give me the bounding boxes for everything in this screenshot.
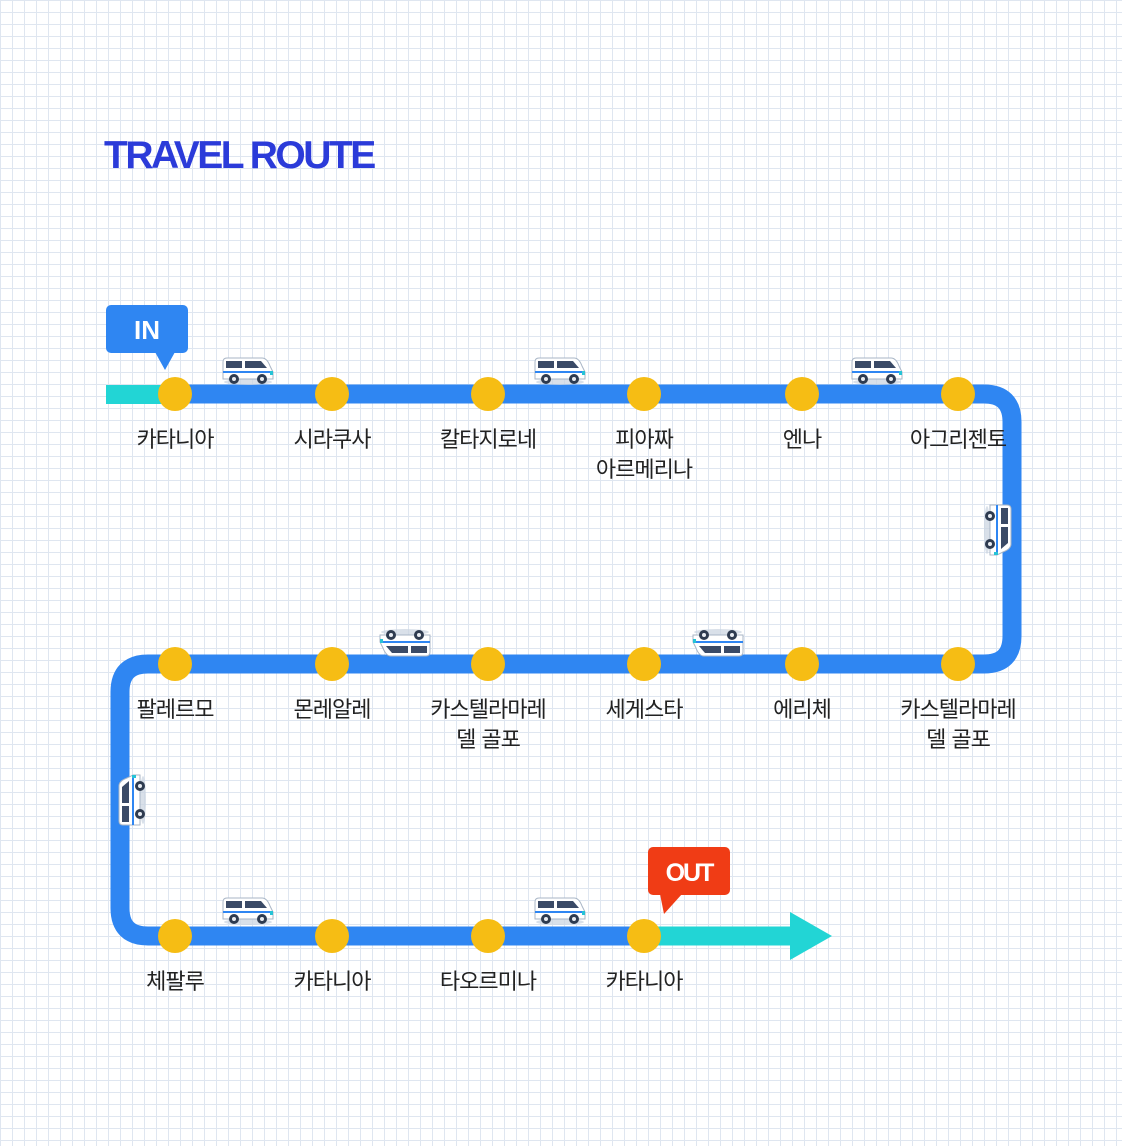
route-stop-name: 엔나 xyxy=(782,428,822,453)
route-stop-dot xyxy=(785,377,819,411)
route-stop-name: 체팔루 xyxy=(146,970,205,995)
route-stop-label: 몬레알레 xyxy=(247,696,417,726)
out-badge-label: OUT xyxy=(666,859,715,887)
route-stop-dot xyxy=(315,919,349,953)
route-stop-name: 아르메리나 xyxy=(595,458,693,483)
route-stop-name: 시라쿠사 xyxy=(293,428,372,453)
route-stop-name: 아그리젠토 xyxy=(909,428,1007,453)
route-stop-dot xyxy=(158,377,192,411)
route-stop-label: 카타니아 xyxy=(90,426,260,456)
route-stop-dot xyxy=(627,919,661,953)
route-stop-dot xyxy=(471,647,505,681)
route-stop-label: 칼타지로네 xyxy=(403,426,573,456)
route-stop-dot xyxy=(315,647,349,681)
van-icon xyxy=(851,357,903,386)
route-stop-label: 엔나 xyxy=(717,426,887,456)
van-icon xyxy=(534,357,586,386)
route-end-segment xyxy=(644,926,794,946)
out-badge: OUT xyxy=(648,847,730,914)
route-line xyxy=(110,384,1022,946)
van-icon xyxy=(534,897,586,926)
route-stop-name: 카스텔라마레 xyxy=(900,698,1016,723)
route-stop-label: 세게스타 xyxy=(559,696,729,726)
route-stop-dot xyxy=(158,647,192,681)
route-stop-label: 아그리젠토 xyxy=(873,426,1043,456)
route-stop-dot xyxy=(471,377,505,411)
route-stop-name: 카타니아 xyxy=(293,970,372,995)
route-start-segment xyxy=(106,385,176,404)
in-badge-label: IN xyxy=(134,315,160,345)
route-stop-dot xyxy=(471,919,505,953)
route-stop-label: 카타니아 xyxy=(247,968,417,998)
van-icon xyxy=(379,628,431,657)
route-stop-dot xyxy=(315,377,349,411)
route-stop-dot xyxy=(627,377,661,411)
route-stop-label: 팔레르모 xyxy=(90,696,260,726)
van-icon xyxy=(692,628,744,657)
route-stop-name: 카타니아 xyxy=(136,428,215,453)
route-stop-name: 에리체 xyxy=(773,698,832,723)
van-icon xyxy=(222,357,274,386)
page-title: TRAVEL ROUTE xyxy=(104,134,376,177)
route-stop-dot xyxy=(627,647,661,681)
van-icon xyxy=(118,774,147,826)
in-badge: IN xyxy=(106,305,188,370)
route-stop-name: 카타니아 xyxy=(605,970,684,995)
route-stop-name: 세게스타 xyxy=(605,698,684,723)
route-stop-dot xyxy=(158,919,192,953)
route-stop-name: 델 골포 xyxy=(926,728,991,753)
route-end-arrow xyxy=(790,912,832,960)
route-stop-label: 체팔루 xyxy=(90,968,260,998)
route-stop-name: 델 골포 xyxy=(456,728,521,753)
route-stop-name: 칼타지로네 xyxy=(439,428,537,453)
route-stop-name: 타오르미나 xyxy=(439,970,537,995)
route-stop-name: 팔레르모 xyxy=(136,698,215,723)
route-stop-dot xyxy=(941,647,975,681)
route-stop-name: 피아짜 xyxy=(615,428,674,453)
route-stop-dot xyxy=(941,377,975,411)
route-stop-dot xyxy=(785,647,819,681)
route-stop-label: 에리체 xyxy=(717,696,887,726)
van-icon xyxy=(222,897,274,926)
van-icon xyxy=(983,504,1012,556)
route-stop-label: 시라쿠사 xyxy=(247,426,417,456)
route-stop-name: 카스텔라마레 xyxy=(430,698,546,723)
route-stop-label: 카타니아 xyxy=(559,968,729,998)
route-stop-label: 타오르미나 xyxy=(403,968,573,998)
route-stop-name: 몬레알레 xyxy=(293,698,372,723)
